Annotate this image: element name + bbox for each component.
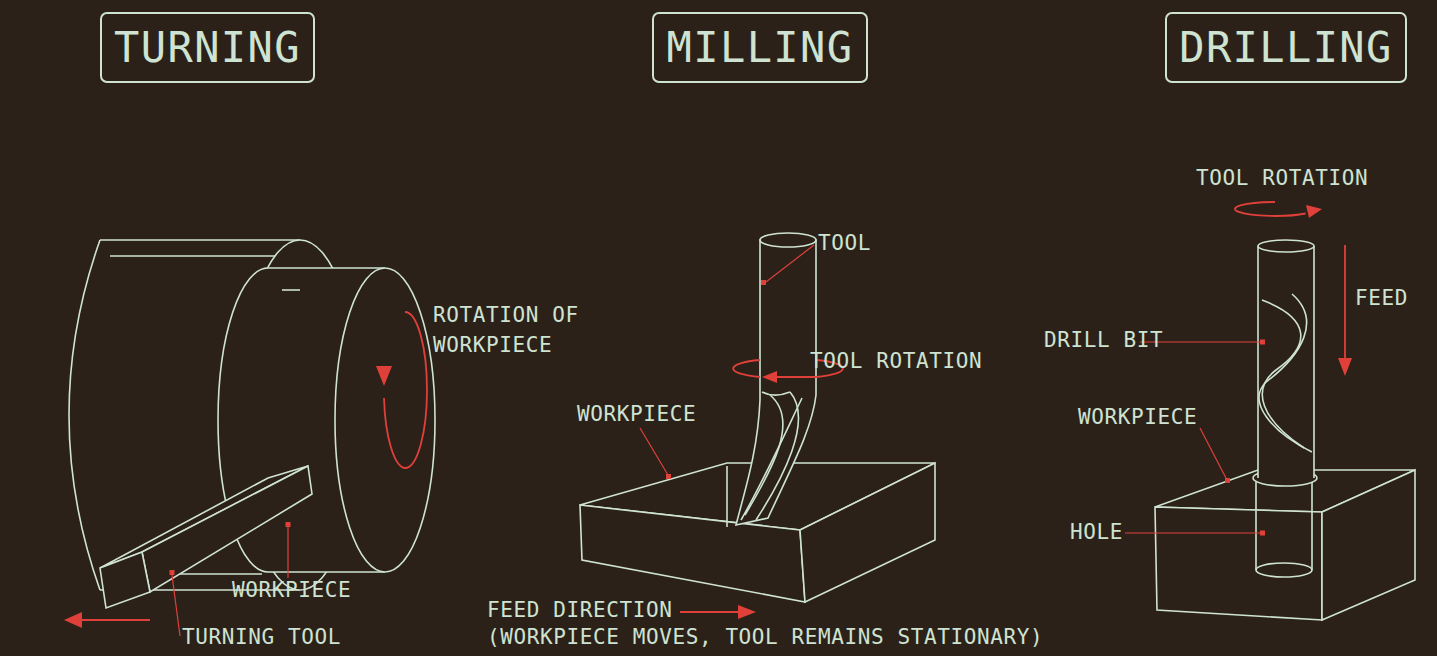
part-label: TOOL ROTATION: [810, 346, 982, 376]
leader-line: [1200, 428, 1227, 480]
part-label: DRILL BIT: [1044, 325, 1163, 355]
part-label: WORKPIECE: [1078, 402, 1197, 432]
flute: [762, 392, 790, 395]
feed-arrow: [80, 619, 150, 621]
workpiece-edge: [282, 289, 300, 291]
tool-face: [142, 466, 312, 592]
heading-text: MILLING: [667, 27, 854, 69]
hole-bottom: [1256, 563, 1312, 577]
leader-dot: [1225, 478, 1230, 483]
leader-dot: [666, 474, 671, 479]
leader-dot: [761, 280, 766, 285]
flute: [745, 395, 783, 515]
rotation-arrow: [733, 360, 760, 377]
lathe-illustration: [69, 240, 435, 608]
leader-line: [172, 575, 180, 636]
rotation-arrow: [384, 312, 427, 468]
leader-line: [766, 245, 814, 282]
drill-body: [1258, 246, 1314, 478]
process-heading-box: DRILLING: [1165, 12, 1407, 83]
drill-top: [1258, 240, 1314, 252]
chuck-edge: [110, 255, 300, 257]
leader-line: [287, 527, 288, 578]
part-label: FEED DIRECTION: [487, 595, 672, 625]
arrow-head: [376, 366, 392, 386]
flute: [756, 392, 798, 520]
drill-flute: [1259, 294, 1312, 452]
turning-arrows: [64, 312, 427, 636]
part-label: WORKPIECE: [232, 575, 351, 605]
part-label: HOLE: [1070, 517, 1123, 547]
part-label: FEED: [1355, 283, 1408, 313]
drilling-illustration: [1155, 240, 1415, 620]
hole-wall: [1256, 482, 1312, 570]
leader-dot: [1260, 340, 1265, 345]
flute: [741, 398, 802, 520]
leader-line: [640, 428, 668, 475]
chuck-edge: [100, 239, 300, 241]
leader-dot: [170, 570, 175, 575]
slot-edge: [726, 466, 728, 527]
drill-edge: [1258, 246, 1314, 478]
arrow-head: [1306, 205, 1322, 218]
chuck-edge: [69, 240, 100, 590]
feed-arrow: [680, 611, 740, 613]
drilling-arrows: [1125, 202, 1352, 536]
arrow-head: [1338, 358, 1352, 376]
tool-face: [100, 552, 150, 608]
block-face: [800, 463, 935, 602]
arrow-head: [64, 612, 82, 628]
part-label: (WORKPIECE MOVES, TOOL REMAINS STATIONAR…: [487, 622, 1043, 652]
rotation-arrow: [1235, 202, 1306, 216]
drill-flute: [1262, 300, 1304, 448]
process-heading-box: TURNING: [100, 12, 315, 83]
heading-text: DRILLING: [1179, 27, 1393, 69]
part-label: TURNING TOOL: [182, 622, 341, 652]
part-label: TOOL: [818, 228, 871, 258]
part-label: ROTATION OF WORKPIECE: [433, 300, 603, 360]
arrow-head: [738, 605, 756, 619]
part-label: TOOL ROTATION: [1196, 163, 1368, 193]
part-label: WORKPIECE: [577, 399, 696, 429]
end-mill-top: [760, 233, 816, 247]
workpiece-edge: [268, 571, 385, 573]
workpiece-face: [335, 268, 435, 572]
process-heading-box: MILLING: [652, 12, 868, 83]
heading-text: TURNING: [114, 27, 301, 69]
feed-arrow: [1344, 245, 1346, 360]
block-face: [1155, 507, 1322, 620]
workpiece-edge: [268, 267, 385, 269]
end-mill-body: [736, 240, 816, 525]
arrow-head: [762, 371, 777, 383]
leader-dot: [286, 522, 291, 527]
milling-arrows: [640, 245, 843, 619]
leader-dot: [1260, 531, 1265, 536]
block-face: [580, 505, 805, 602]
block-face: [1322, 470, 1415, 620]
leader-line: [1125, 532, 1262, 533]
